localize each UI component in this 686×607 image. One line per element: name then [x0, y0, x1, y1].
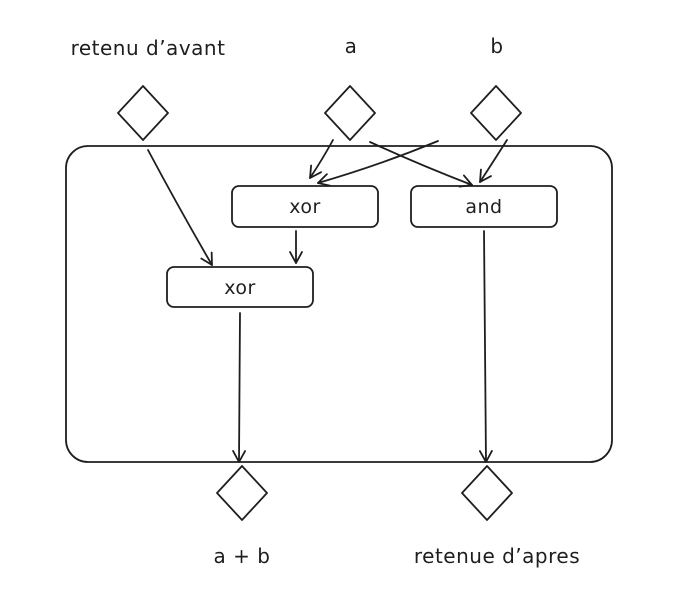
- carry-in-label: retenu d’avant: [71, 36, 226, 60]
- and-gate: [410, 185, 558, 228]
- carry-out-label: retenue d’apres: [414, 544, 580, 568]
- xor-gate-bottom: [166, 266, 314, 308]
- xor-gate-bottom-label: xor: [224, 277, 256, 299]
- input-b-label: b: [490, 34, 503, 58]
- arrow-b-to-xor-top: [317, 140, 439, 187]
- input-b-port: [470, 85, 522, 141]
- carry-in-port: [117, 85, 169, 141]
- arrow-and-to-carry-out: [479, 230, 493, 463]
- xor-gate-top: [231, 185, 379, 228]
- sum-port: [216, 465, 268, 521]
- input-a-port: [324, 85, 376, 141]
- xor-gate-top-label: xor: [289, 196, 321, 218]
- arrow-a-to-xor-top: [309, 139, 334, 179]
- carry-out-port: [461, 465, 513, 521]
- sum-label: a + b: [214, 544, 271, 568]
- arrow-xor-bottom-to-sum: [232, 312, 246, 463]
- arrow-carry-to-xor-bottom: [147, 149, 213, 266]
- arrow-b-to-and: [479, 139, 508, 183]
- input-a-label: a: [345, 34, 358, 58]
- adder-container: [65, 145, 613, 463]
- and-gate-label: and: [465, 196, 502, 218]
- arrow-a-to-and: [369, 141, 473, 188]
